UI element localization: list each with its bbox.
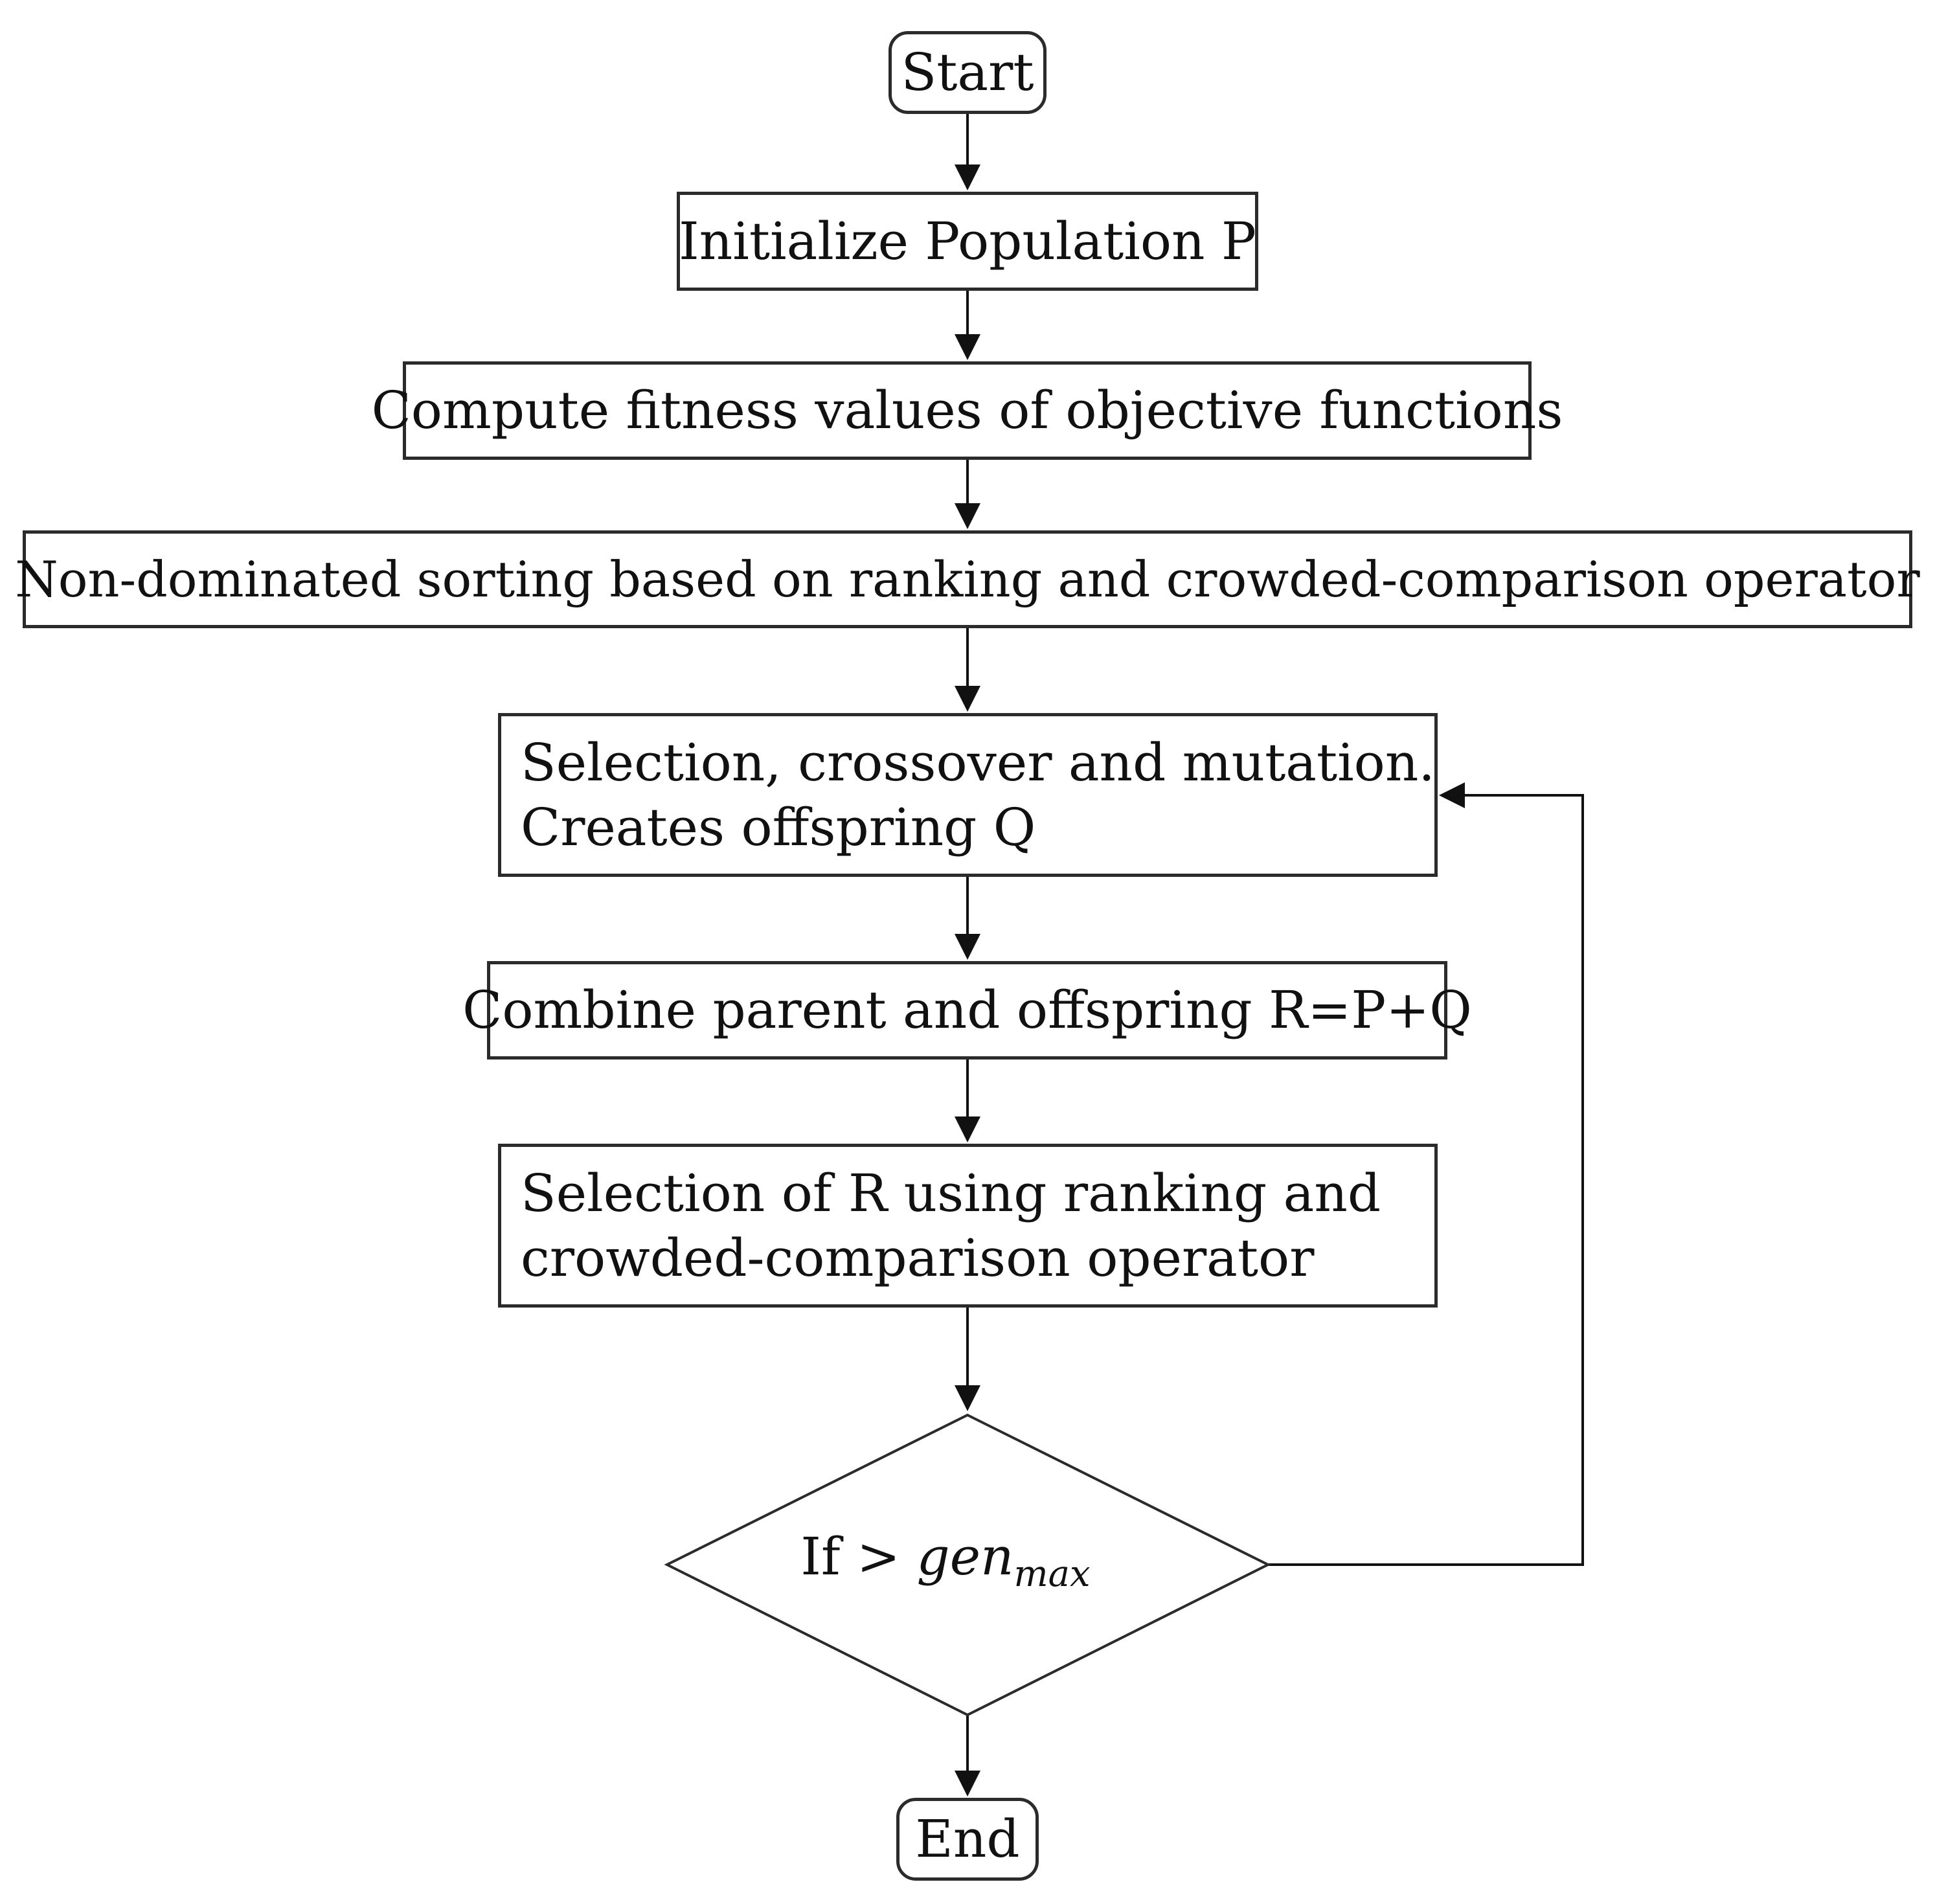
initialize-population-box: Initialize Population P [677, 192, 1258, 291]
end-label: End [915, 1809, 1020, 1869]
start-label: Start [901, 42, 1034, 102]
combine-parent-label: Combine parent and offspring R=P+Q [462, 980, 1472, 1040]
decision-variable: gen [916, 1526, 1014, 1587]
loop-back-arrow [1268, 782, 1584, 1566]
end-node: End [896, 1798, 1039, 1881]
selection-of-r-box: Selection of R using ranking and crowded… [498, 1144, 1438, 1308]
selection-crossover-box: Selection, crossover and mutation. Creat… [498, 713, 1438, 877]
decision-prefix: If > [800, 1526, 917, 1587]
compute-fitness-box: Compute fitness values of objective func… [372, 361, 1563, 460]
decision-diamond [664, 1413, 1271, 1717]
start-node: Start [888, 31, 1047, 114]
non-dominated-sorting-label: Non-dominated sorting based on ranking a… [15, 550, 1920, 608]
selection-of-r-line2: crowded-comparison operator [521, 1227, 1315, 1288]
selection-of-r-line1: Selection of R using ranking and [521, 1162, 1381, 1223]
decision-label: If > genmax [800, 1526, 1090, 1595]
combine-parent-box: Combine parent and offspring R=P+Q [462, 961, 1472, 1060]
compute-fitness-label: Compute fitness values of objective func… [371, 380, 1563, 440]
selection-crossover-line1: Selection, crossover and mutation. [521, 732, 1435, 793]
decision-subscript: max [1013, 1553, 1091, 1595]
selection-crossover-line2: Creates offspring Q [521, 797, 1036, 857]
initialize-population-label: Initialize Population P [679, 210, 1256, 271]
non-dominated-sorting-box: Non-dominated sorting based on ranking a… [15, 530, 1920, 628]
